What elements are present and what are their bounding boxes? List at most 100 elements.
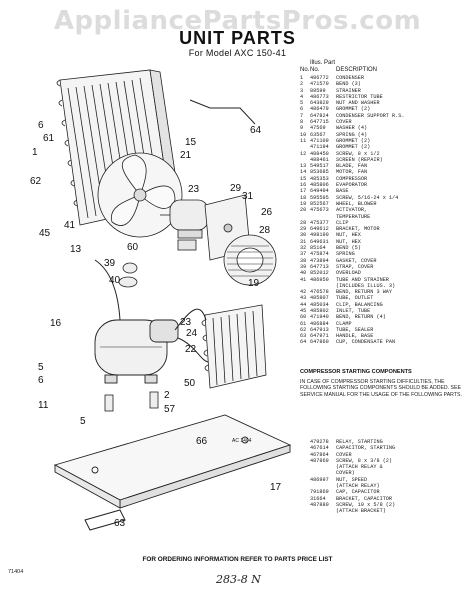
svg-text:62: 62 xyxy=(30,176,42,187)
part-description: TEMPERATURE xyxy=(336,213,371,220)
part-description: COVER) xyxy=(336,470,355,477)
part-description: GROMMET (2) xyxy=(336,144,371,151)
part-number: 471109 xyxy=(310,137,329,144)
parts-row: COVER) xyxy=(300,470,472,476)
callout-labels: 6 61 1 62 64 15 21 29 31 23 26 28 19 45 … xyxy=(30,120,282,529)
starting-components-title: COMPRESSOR STARTING COMPONENTS xyxy=(300,369,412,375)
part-number: 549517 xyxy=(310,163,329,170)
svg-text:29: 29 xyxy=(230,183,242,194)
part-description: NUT, HEX xyxy=(336,238,361,245)
part-description: HANDLE, BASE xyxy=(336,333,374,340)
part-number: 486884 xyxy=(310,320,329,327)
illus-number: 7 xyxy=(300,112,304,119)
illus-number: 38 xyxy=(300,257,307,264)
illus-number: 9 xyxy=(300,125,304,132)
illus-number: 8 xyxy=(300,119,304,126)
svg-text:31: 31 xyxy=(242,191,254,202)
illus-number: 28 xyxy=(300,219,307,226)
part-description: TUBE, OUTLET xyxy=(336,295,374,302)
part-number: 479278 xyxy=(310,439,329,445)
svg-text:39: 39 xyxy=(104,258,116,269)
part-description: OVERLOAD xyxy=(336,270,361,277)
svg-text:17: 17 xyxy=(270,482,282,493)
part-description: RELAY, STARTING xyxy=(336,439,383,445)
part-description: BRACKET, MOTOR xyxy=(336,226,380,233)
illus-number: 62 xyxy=(300,326,307,333)
svg-text:11: 11 xyxy=(38,400,49,411)
illus-number: 60 xyxy=(300,314,307,321)
refrigerant-tubing xyxy=(94,259,209,363)
compressor xyxy=(94,319,179,384)
part-number: 485807 xyxy=(310,295,329,302)
part-description: CUP, CONDENSATE PAN xyxy=(336,339,396,346)
part-number: 649631 xyxy=(310,238,329,245)
parts-row: (ATTACH RELAY & xyxy=(300,464,472,470)
part-number: 487869 xyxy=(310,457,329,464)
part-description: WHEEL, BLOWER xyxy=(336,200,377,207)
svg-text:60: 60 xyxy=(127,242,139,253)
illus-number: 6 xyxy=(300,106,304,113)
svg-text:64: 64 xyxy=(250,125,262,136)
part-number: 643829 xyxy=(310,100,329,107)
part-number: 595595 xyxy=(310,194,329,201)
illus-number: 39 xyxy=(300,263,307,270)
part-description: SPRING xyxy=(336,251,355,258)
illus-number: 18 xyxy=(300,194,307,201)
illus-number: 5 xyxy=(300,100,304,107)
base-pan xyxy=(53,414,292,509)
illus-number: 15 xyxy=(300,175,307,182)
svg-text:21: 21 xyxy=(180,150,192,161)
page-title: UNIT PARTS xyxy=(179,28,296,48)
part-number: 852012 xyxy=(310,270,329,277)
document-code: 71404 xyxy=(8,569,24,575)
svg-text:63: 63 xyxy=(114,518,126,529)
illus-number: 63 xyxy=(300,333,307,340)
part-description: SPRING (4) xyxy=(336,131,368,138)
part-description: STRAINER xyxy=(336,87,361,94)
part-description: EVAPORATOR xyxy=(336,182,368,189)
fan-blade xyxy=(97,152,183,238)
part-description: GROMMET (2) xyxy=(336,106,371,113)
part-number: 486950 xyxy=(310,276,329,283)
parts-list-header: Illus. Part No. No. DESCRIPTION xyxy=(300,60,378,73)
illus-number: 40 xyxy=(300,270,307,277)
part-number: 476578 xyxy=(310,289,329,296)
part-number xyxy=(310,508,336,514)
part-description: COVER xyxy=(336,119,352,126)
part-description: CONDENSER SUPPORT R.S. xyxy=(336,112,405,119)
part-description: BRACKET, CAPACITOR xyxy=(336,495,393,502)
part-description: BASE xyxy=(336,188,349,195)
part-number: 31664 xyxy=(310,495,326,502)
part-number: 467614 xyxy=(310,445,329,452)
illus-number: 12 xyxy=(300,150,307,157)
svg-text:22: 22 xyxy=(185,344,197,355)
svg-text:AC 1404: AC 1404 xyxy=(232,438,252,444)
parts-row: 479278 RELAY, STARTING xyxy=(300,439,472,445)
parts-row: (ATTACH RELAY) xyxy=(300,483,472,489)
mount-springs xyxy=(104,391,159,412)
parts-row: (ATTACH BRACKET) xyxy=(300,508,472,514)
part-description: SCREW, 10 x 5/8 (2) xyxy=(336,501,396,508)
part-number: 488461 xyxy=(310,156,329,163)
